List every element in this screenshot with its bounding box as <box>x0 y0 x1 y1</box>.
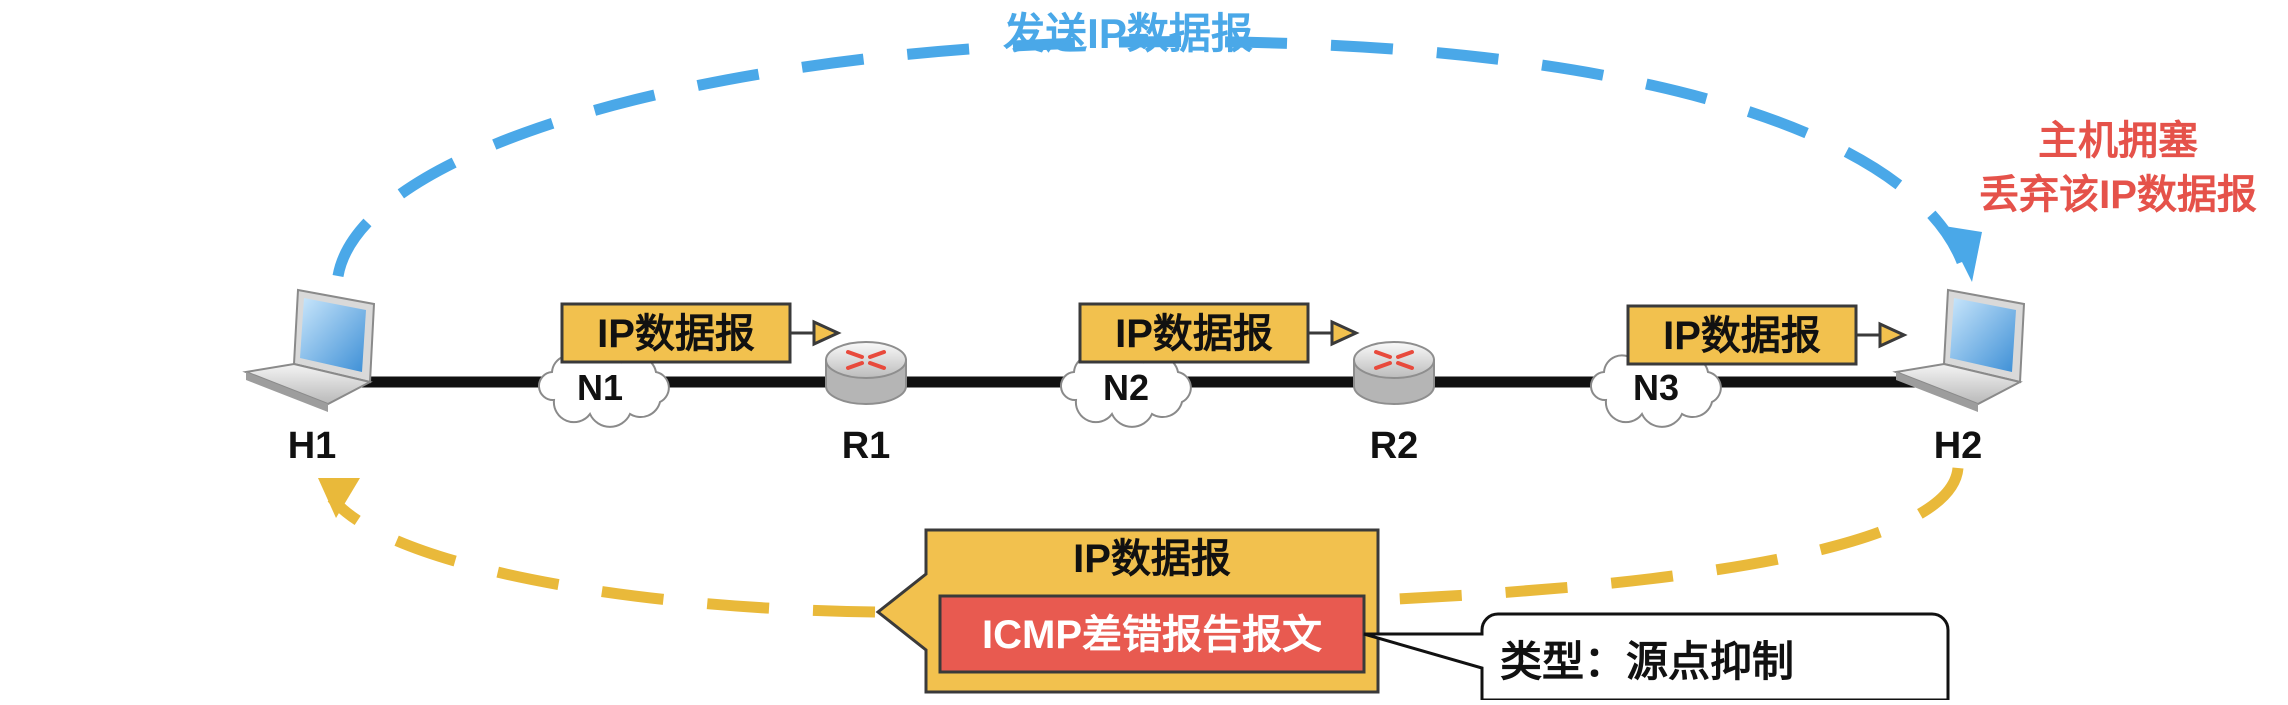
label-n2: N2 <box>1103 367 1149 408</box>
laptop-h2-icon <box>1892 288 2026 412</box>
datagram-packet-3: IP数据报 <box>1626 304 1908 366</box>
label-n1: N1 <box>577 367 623 408</box>
send-datagram-arc <box>332 36 1968 278</box>
datagram-label-1: IP数据报 <box>597 312 755 356</box>
datagram-packet-2: IP数据报 <box>1078 302 1360 364</box>
label-r1: R1 <box>842 425 891 467</box>
router-r1-icon <box>825 341 907 405</box>
return-packet: IP数据报 ICMP差错报告报文 <box>875 528 1380 694</box>
laptop-h1-icon <box>242 288 376 412</box>
datagram-label-2: IP数据报 <box>1115 312 1273 356</box>
icmp-message-box <box>938 594 1366 674</box>
congestion-line-1: 主机拥塞 <box>2038 119 2198 163</box>
return-arc-left <box>327 494 876 618</box>
return-packet-header: IP数据报 <box>1073 537 1231 581</box>
datagram-packet-1: IP数据报 <box>560 302 842 364</box>
type-callout: 类型：源点抑制 <box>1363 612 1950 702</box>
datagram-label-3: IP数据报 <box>1663 314 1821 358</box>
callout-text: 类型：源点抑制 <box>1500 638 1794 685</box>
label-h1: H1 <box>288 425 337 467</box>
label-h2: H2 <box>1934 425 1983 467</box>
return-arc-right <box>1374 467 1964 606</box>
send-arrowhead <box>1944 226 1982 282</box>
router-r2-icon <box>1353 341 1435 405</box>
send-datagram-title: 发送IP数据报 <box>1003 10 1253 57</box>
return-arrowhead <box>318 478 360 518</box>
label-n3: N3 <box>1633 367 1679 408</box>
icmp-message-label: ICMP差错报告报文 <box>982 613 1322 657</box>
congestion-line-2: 丢弃该IP数据报 <box>1979 173 2257 217</box>
label-r2: R2 <box>1370 425 1419 467</box>
